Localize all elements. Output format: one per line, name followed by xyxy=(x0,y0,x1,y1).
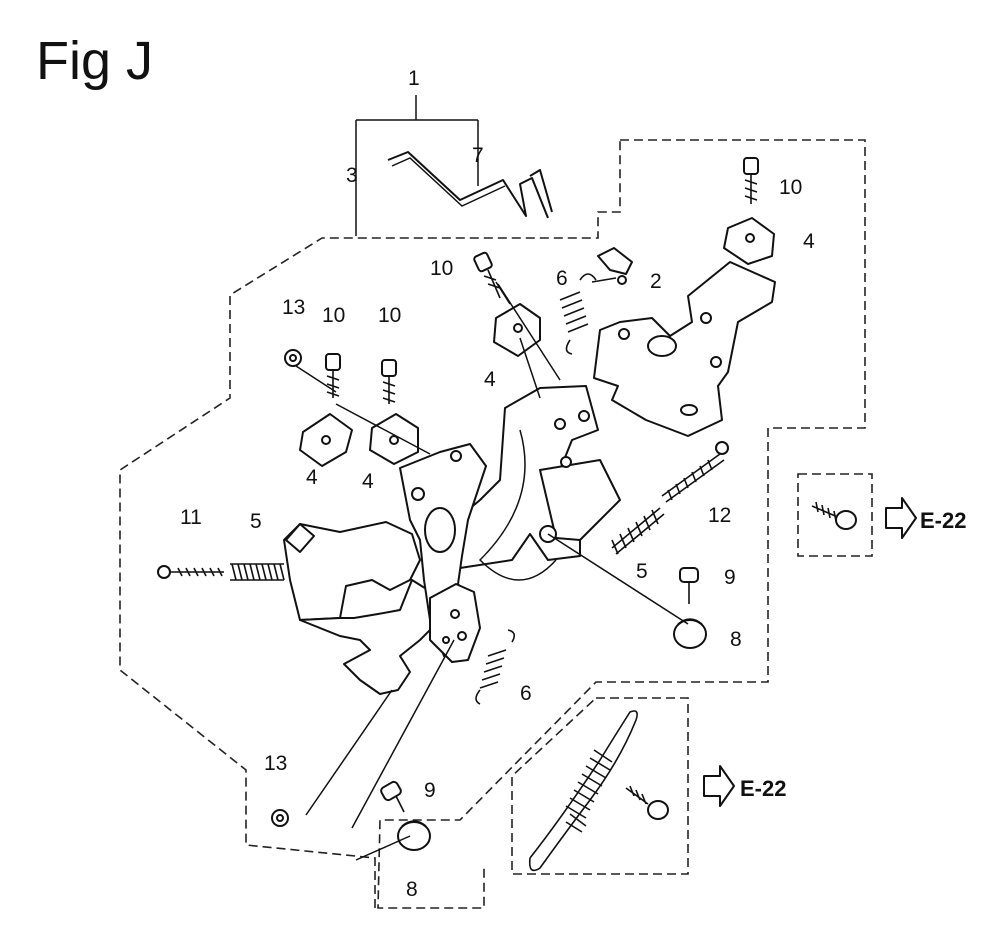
base-plate-lower xyxy=(299,579,445,695)
adjust-screw xyxy=(157,565,224,579)
callout-6: 6 xyxy=(556,267,568,290)
clip xyxy=(597,247,633,285)
cable-screw xyxy=(625,785,669,820)
group-bracket xyxy=(355,95,479,236)
callout-10: 10 xyxy=(322,304,345,327)
callout-8: 8 xyxy=(406,878,418,901)
callout-10: 10 xyxy=(779,176,802,199)
lever-rivet xyxy=(450,450,462,462)
knob-pin xyxy=(380,780,405,813)
lever-rivet xyxy=(411,487,425,501)
throttle-rod-shadow xyxy=(391,157,506,207)
compression-spring xyxy=(611,507,665,555)
return-spring xyxy=(475,629,516,705)
clamp-block xyxy=(369,413,419,465)
throttle-rod xyxy=(387,151,553,219)
clamp-block xyxy=(299,413,353,467)
lever-hub xyxy=(424,507,456,553)
bolt xyxy=(743,157,759,204)
callout-9: 9 xyxy=(724,566,736,589)
assembly-boundary xyxy=(119,139,866,909)
governor-plate xyxy=(593,261,776,437)
callout-1: 1 xyxy=(408,67,420,90)
plate-hole xyxy=(647,335,677,357)
plate-rivet xyxy=(710,356,722,368)
bracket-rivet xyxy=(554,418,566,430)
reference-label: E-22 xyxy=(920,508,966,533)
callout-8: 8 xyxy=(730,628,742,651)
callout-7: 7 xyxy=(472,144,484,167)
callout-3: 3 xyxy=(346,164,358,187)
knob-pin xyxy=(679,567,699,604)
nut xyxy=(284,349,302,367)
leader-lines xyxy=(295,277,689,861)
bolt xyxy=(473,251,501,299)
callout-4: 4 xyxy=(362,470,374,493)
knob xyxy=(673,618,707,649)
callout-12: 12 xyxy=(708,504,731,527)
nut xyxy=(271,809,289,827)
lever-plate-hole xyxy=(457,631,467,641)
clamp-block xyxy=(493,303,541,357)
callout-11: 11 xyxy=(180,506,202,529)
plate-rivet xyxy=(700,312,712,324)
plate-rivet xyxy=(618,328,630,340)
reference-arrow-icon xyxy=(885,497,917,539)
governor-link xyxy=(478,429,557,581)
plate-slot xyxy=(680,404,698,416)
lever-plate-hole xyxy=(450,609,460,619)
cable-box xyxy=(511,697,689,875)
callout-10: 10 xyxy=(378,304,401,327)
callout-4: 4 xyxy=(306,466,318,489)
reference-box xyxy=(797,473,873,557)
return-spring xyxy=(559,273,597,355)
adjust-screw xyxy=(661,441,729,503)
lever-plate-hole xyxy=(442,636,450,644)
compression-spring xyxy=(230,563,285,581)
callout-5: 5 xyxy=(250,510,262,533)
callout-9: 9 xyxy=(424,779,436,802)
reference-arrow-icon xyxy=(703,765,735,807)
callout-10: 10 xyxy=(430,257,453,280)
figure-title: Fig J xyxy=(36,31,154,91)
lever-plate xyxy=(429,583,481,663)
bracket-rivet xyxy=(578,410,590,422)
base-plate-flange xyxy=(285,523,315,553)
callout-13: 13 xyxy=(282,296,305,319)
callout-2: 2 xyxy=(650,270,662,293)
callout-4: 4 xyxy=(803,230,815,253)
reference-screw xyxy=(811,501,857,530)
bolt xyxy=(325,353,341,398)
bracket-rivet xyxy=(560,456,572,468)
clamp-block xyxy=(723,217,775,265)
callout-4: 4 xyxy=(484,368,496,391)
reference-label: E-22 xyxy=(740,776,786,801)
knob xyxy=(397,820,431,851)
choke-cable xyxy=(528,710,638,872)
callout-13: 13 xyxy=(264,752,287,775)
bolt xyxy=(381,359,397,404)
callout-5: 5 xyxy=(636,560,648,583)
callout-6: 6 xyxy=(520,682,532,705)
